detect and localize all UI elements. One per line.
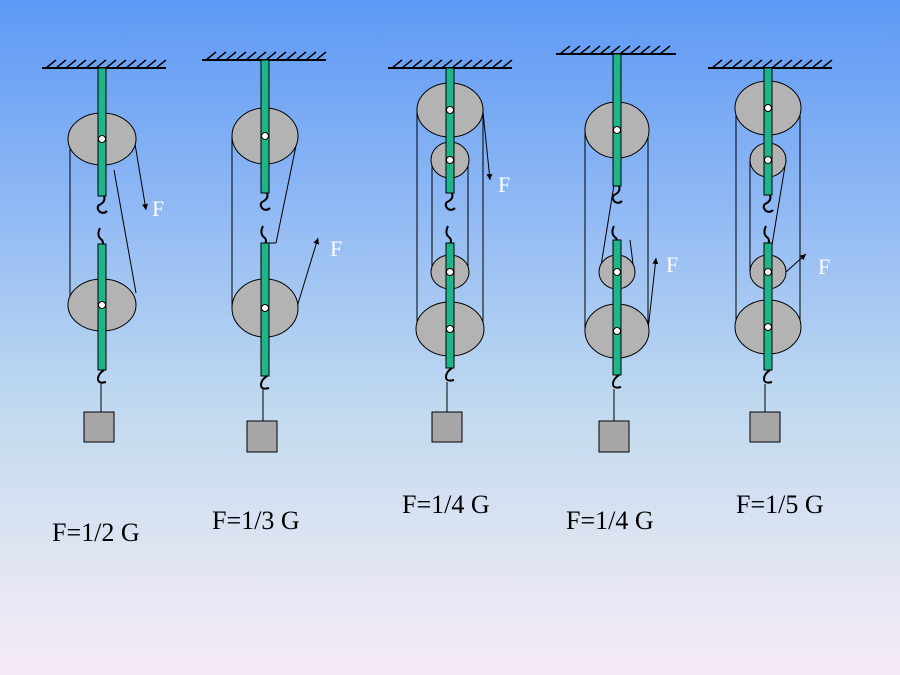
formula-label-3: F=1/4 G [402, 490, 490, 519]
pulley-axle [764, 268, 772, 276]
force-label: F [152, 196, 164, 221]
pull-arrow [296, 237, 320, 308]
pull-arrow [647, 257, 659, 331]
weight-block [749, 411, 781, 443]
force-label: F [330, 236, 342, 261]
pulley-system-5: F [708, 59, 833, 443]
pulley-axle [261, 132, 269, 140]
pulley-axle [446, 325, 454, 333]
force-label: F [666, 252, 678, 277]
hook-icon [611, 374, 622, 389]
ceiling-support [388, 59, 513, 69]
hook-icon [260, 225, 267, 245]
pulley-axle [446, 268, 454, 276]
pulley-rod [763, 67, 773, 196]
pulley-rod [612, 53, 622, 187]
pulley-rod [763, 242, 773, 371]
pulley-system-2: F [202, 51, 342, 453]
pulley-axle [613, 327, 621, 335]
ceiling-support [556, 45, 676, 55]
hook-icon [444, 367, 455, 382]
rope [275, 135, 299, 244]
hook-icon [445, 225, 452, 245]
weight-block [83, 411, 115, 443]
rope [599, 184, 615, 273]
pulley-axle [98, 135, 106, 143]
force-label: F [498, 172, 510, 197]
pulley-axle [764, 156, 772, 164]
hook-icon [259, 192, 271, 211]
pull-arrow [785, 253, 807, 273]
pulley-system-3: F [388, 59, 513, 443]
weight-block [246, 420, 278, 453]
hook-icon [444, 192, 456, 211]
pulley-rod [445, 67, 455, 194]
formula-label-1: F=1/2 G [52, 518, 140, 547]
pulley-rod [260, 59, 270, 194]
hook-icon [611, 185, 623, 204]
pulley-axle [446, 106, 454, 114]
rope [771, 159, 787, 246]
hook-icon [762, 369, 773, 384]
hook-icon [762, 194, 774, 213]
pulley-axle [446, 156, 454, 164]
pulley-axle [613, 126, 621, 134]
hook-icon [96, 195, 108, 214]
hook-icon [96, 369, 107, 384]
formula-label-2: F=1/3 G [212, 506, 300, 535]
hook-icon [763, 225, 770, 245]
ceiling-support [42, 59, 167, 69]
pulley-axle [764, 323, 772, 331]
rope [113, 169, 137, 294]
ceiling-support [202, 51, 327, 61]
pulley-axle [261, 304, 269, 312]
force-label: F [818, 254, 830, 279]
weight-block [431, 411, 463, 443]
ceiling-support [708, 59, 833, 69]
hook-icon [97, 227, 104, 247]
formula-label-5: F=1/5 G [736, 490, 824, 519]
pull-arrow [482, 111, 493, 181]
formula-label-4: F=1/4 G [566, 506, 654, 535]
pull-arrow [133, 137, 148, 211]
pulley-rod [445, 242, 455, 369]
pulley-system-1: F [42, 59, 167, 443]
pulley-rod [97, 67, 107, 197]
pulley-rod [612, 239, 622, 376]
pulley-axle [764, 104, 772, 112]
pulley-axle [98, 301, 106, 309]
pulley-axle [613, 268, 621, 276]
weight-block [598, 420, 630, 453]
hook-icon [259, 375, 270, 390]
pulley-system-4: F [556, 45, 678, 453]
